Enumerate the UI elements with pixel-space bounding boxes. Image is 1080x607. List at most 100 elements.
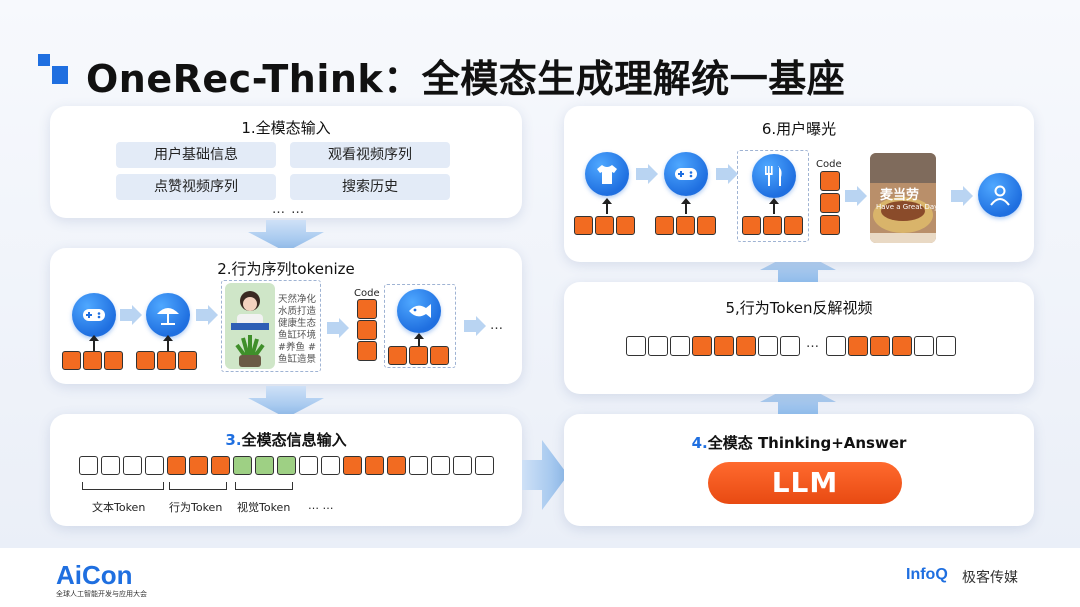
- token: [62, 351, 81, 370]
- token: [178, 351, 197, 370]
- panel-1-title: 1.全模态输入: [241, 119, 331, 137]
- token: [157, 351, 176, 370]
- panel-multimodal-input: 1.全模态输入 用户基础信息 观看视频序列 点赞视频序列 搜索历史 … …: [50, 106, 522, 218]
- visual-token: [233, 456, 252, 475]
- utensils-group-frame: [737, 150, 809, 242]
- behavior-token-bracket: [169, 482, 227, 490]
- behavior-token: [189, 456, 208, 475]
- video-card-frame: [221, 280, 321, 372]
- token: [914, 336, 934, 356]
- video-thumbnail-title: 麦当劳: [880, 188, 920, 203]
- text-token: [409, 456, 428, 475]
- text-token-bracket: [82, 482, 164, 490]
- chevron-right-icon: [716, 164, 738, 184]
- chevron-right-icon: [120, 305, 142, 325]
- token: [936, 336, 956, 356]
- token: [697, 216, 716, 235]
- code-label: Code: [354, 288, 380, 299]
- tshirt-icon: [585, 152, 629, 196]
- token: [780, 336, 800, 356]
- token: [848, 336, 868, 356]
- token: [742, 216, 761, 235]
- text-token: [453, 456, 472, 475]
- up-arrow-5-icon: [760, 250, 836, 282]
- panel-4-title: 4.全模态 Thinking+Answer: [691, 434, 907, 452]
- behavior-token: [211, 456, 230, 475]
- text-token-label: 文本Token: [92, 501, 146, 514]
- visual-token: [255, 456, 274, 475]
- fish-icon: [397, 289, 441, 333]
- text-token: [475, 456, 494, 475]
- video-caption: 天然净化 水质打造 健康生态 鱼缸环境 #养鱼 # 鱼缸造景: [278, 294, 317, 365]
- text-token: [123, 456, 142, 475]
- behavior-token: [387, 456, 406, 475]
- code-token: [357, 320, 377, 340]
- panel-6-title: 6.用户曝光: [761, 120, 837, 138]
- aicon-subtitle: 全球人工智能开发与应用大会: [56, 590, 147, 598]
- user-icon: [978, 173, 1022, 217]
- up-arrow-icon: [89, 335, 99, 351]
- text-token: [431, 456, 450, 475]
- token: [83, 351, 102, 370]
- video-thumbnail-subtitle: Have a Great Day: [876, 203, 939, 211]
- panel-2-ellipsis: …: [490, 318, 504, 333]
- token: [648, 336, 668, 356]
- token: [616, 216, 635, 235]
- code-token: [357, 299, 377, 319]
- token: [758, 336, 778, 356]
- token: [574, 216, 593, 235]
- token: [676, 216, 695, 235]
- down-arrow-1-icon: [248, 220, 324, 252]
- token: [763, 216, 782, 235]
- page-title: OneRec-Think：全模态生成理解统一基座: [86, 57, 846, 101]
- up-arrow-icon: [414, 333, 424, 349]
- aicon-logo: AiCon: [56, 560, 133, 590]
- code-token: [820, 193, 840, 213]
- token: [409, 346, 428, 365]
- chevron-right-icon: [196, 305, 218, 325]
- up-arrow-icon: [163, 335, 173, 351]
- text-token: [79, 456, 98, 475]
- panel-2-title: 2.行为序列tokenize: [217, 260, 355, 278]
- llm-badge: LLM: [708, 462, 902, 504]
- code-label: Code: [816, 159, 842, 170]
- up-arrow-4-icon: [760, 382, 836, 414]
- token: [870, 336, 890, 356]
- infoq-logo: InfoQ: [906, 566, 948, 583]
- video-thumbnail: [870, 153, 936, 243]
- visual-token-label: 视觉Token: [237, 501, 291, 514]
- token: [595, 216, 614, 235]
- tag-user-basic-info: 用户基础信息: [116, 142, 276, 168]
- tag-search-history: 搜索历史: [290, 174, 450, 200]
- beach-umbrella-icon: [146, 293, 190, 337]
- gamepad-icon: [72, 293, 116, 337]
- behavior-token: [365, 456, 384, 475]
- chevron-right-icon: [464, 316, 486, 336]
- title-mark-icon: [38, 54, 70, 88]
- token: [736, 336, 756, 356]
- code-token: [820, 171, 840, 191]
- token: [826, 336, 846, 356]
- utensils-icon: [752, 154, 796, 198]
- token: [430, 346, 449, 365]
- code-token: [357, 341, 377, 361]
- chevron-right-icon: [327, 318, 349, 338]
- text-token: [321, 456, 340, 475]
- tag-watch-sequence: 观看视频序列: [290, 142, 450, 168]
- behavior-token-label: 行为Token: [169, 501, 223, 514]
- token: [104, 351, 123, 370]
- behavior-token: [343, 456, 362, 475]
- code-token: [820, 215, 840, 235]
- panel-1-ellipsis: … …: [272, 202, 306, 217]
- token: [670, 336, 690, 356]
- up-arrow-icon: [602, 198, 612, 214]
- chevron-right-icon: [845, 186, 867, 206]
- behavior-token: [167, 456, 186, 475]
- panel-3-title: 3.全模态信息输入: [225, 431, 347, 449]
- text-token: [101, 456, 120, 475]
- token-ellipsis: … …: [308, 499, 334, 512]
- token: [692, 336, 712, 356]
- text-token: [145, 456, 164, 475]
- chevron-right-icon: [636, 164, 658, 184]
- text-token: [299, 456, 318, 475]
